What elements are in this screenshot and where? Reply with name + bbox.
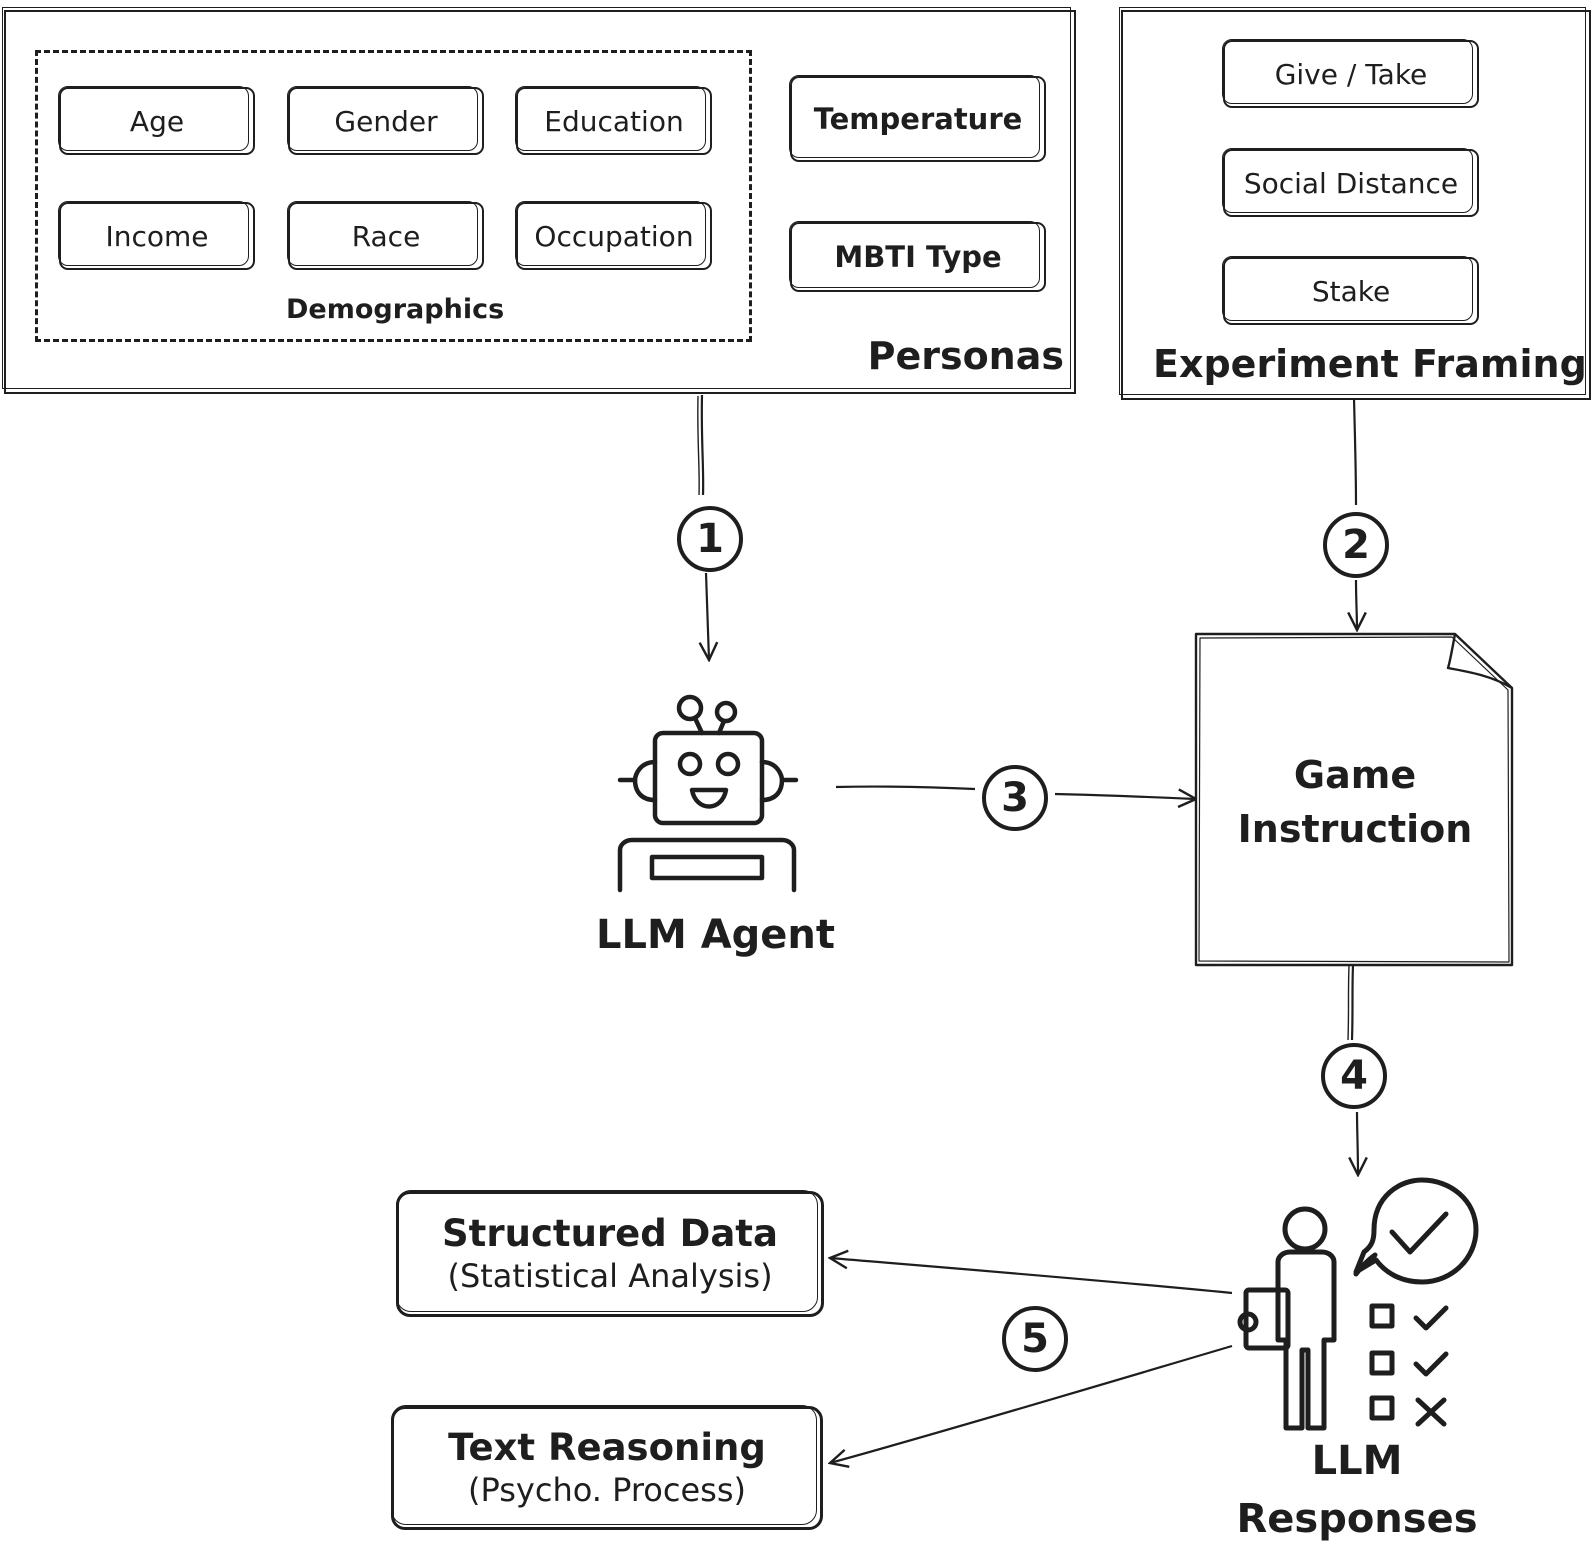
demographic-education: Education <box>515 86 712 155</box>
robot-icon <box>617 694 799 893</box>
responses-icon <box>1237 1177 1479 1431</box>
arrow-responses-to-text <box>830 1344 1233 1463</box>
step-5-marker: 5 <box>1002 1306 1068 1372</box>
demographic-income: Income <box>58 201 255 270</box>
arrow-head-1 <box>706 572 709 660</box>
game-instruction-text: Game Instruction <box>1210 748 1500 856</box>
experiment-framing-panel: Give / Take Social Distance Stake Experi… <box>1119 7 1591 400</box>
demographic-gender: Gender <box>287 86 484 155</box>
temperature-box: Temperature <box>789 75 1046 162</box>
demographic-occupation: Occupation <box>515 201 712 270</box>
structured-data-box: Structured Data (Statistical Analysis) <box>396 1190 824 1317</box>
mbti-type-box: MBTI Type <box>789 221 1046 292</box>
game-instruction-line1: Game <box>1293 753 1417 797</box>
llm-responses-line1: LLM <box>1311 1438 1403 1484</box>
demographic-age: Age <box>58 86 255 155</box>
arrow-head-4 <box>1357 1111 1358 1175</box>
demographics-label: Demographics <box>286 294 505 325</box>
llm-responses-label: LLM Responses <box>1222 1432 1492 1548</box>
step-2-marker: 2 <box>1323 512 1389 578</box>
framing-social-distance: Social Distance <box>1222 148 1479 217</box>
framing-give-take: Give / Take <box>1222 39 1479 108</box>
structured-data-title: Structured Data <box>442 1212 778 1255</box>
structured-data-subtitle: (Statistical Analysis) <box>447 1257 773 1295</box>
framing-stake: Stake <box>1222 256 1479 325</box>
step-3-marker: 3 <box>982 765 1048 831</box>
arrow-framing-to-game <box>1352 397 1358 506</box>
demographics-group <box>35 50 752 342</box>
text-reasoning-box: Text Reasoning (Psycho. Process) <box>391 1405 823 1530</box>
game-instruction-line2: Instruction <box>1237 807 1473 851</box>
arrow-personas-to-agent <box>700 394 705 496</box>
step-4-marker: 4 <box>1321 1043 1387 1109</box>
llm-agent-label: LLM Agent <box>596 912 836 958</box>
arrow-head-3 <box>1054 794 1196 799</box>
text-reasoning-title: Text Reasoning <box>448 1426 766 1469</box>
arrow-responses-to-structured <box>830 1258 1233 1295</box>
arrow-agent-to-game <box>835 785 976 791</box>
arrow-game-to-responses <box>1350 964 1355 1041</box>
document-icon <box>1194 632 1514 967</box>
demographic-race: Race <box>287 201 484 270</box>
text-reasoning-subtitle: (Psycho. Process) <box>468 1471 746 1509</box>
personas-panel: Age Gender Education Income Race Occupat… <box>2 7 1076 394</box>
personas-title: Personas <box>867 334 1064 378</box>
framing-title: Experiment Framing <box>1153 342 1587 386</box>
step-1-marker: 1 <box>677 506 743 572</box>
arrow-head-2 <box>1356 579 1357 630</box>
llm-responses-line2: Responses <box>1236 1496 1478 1542</box>
